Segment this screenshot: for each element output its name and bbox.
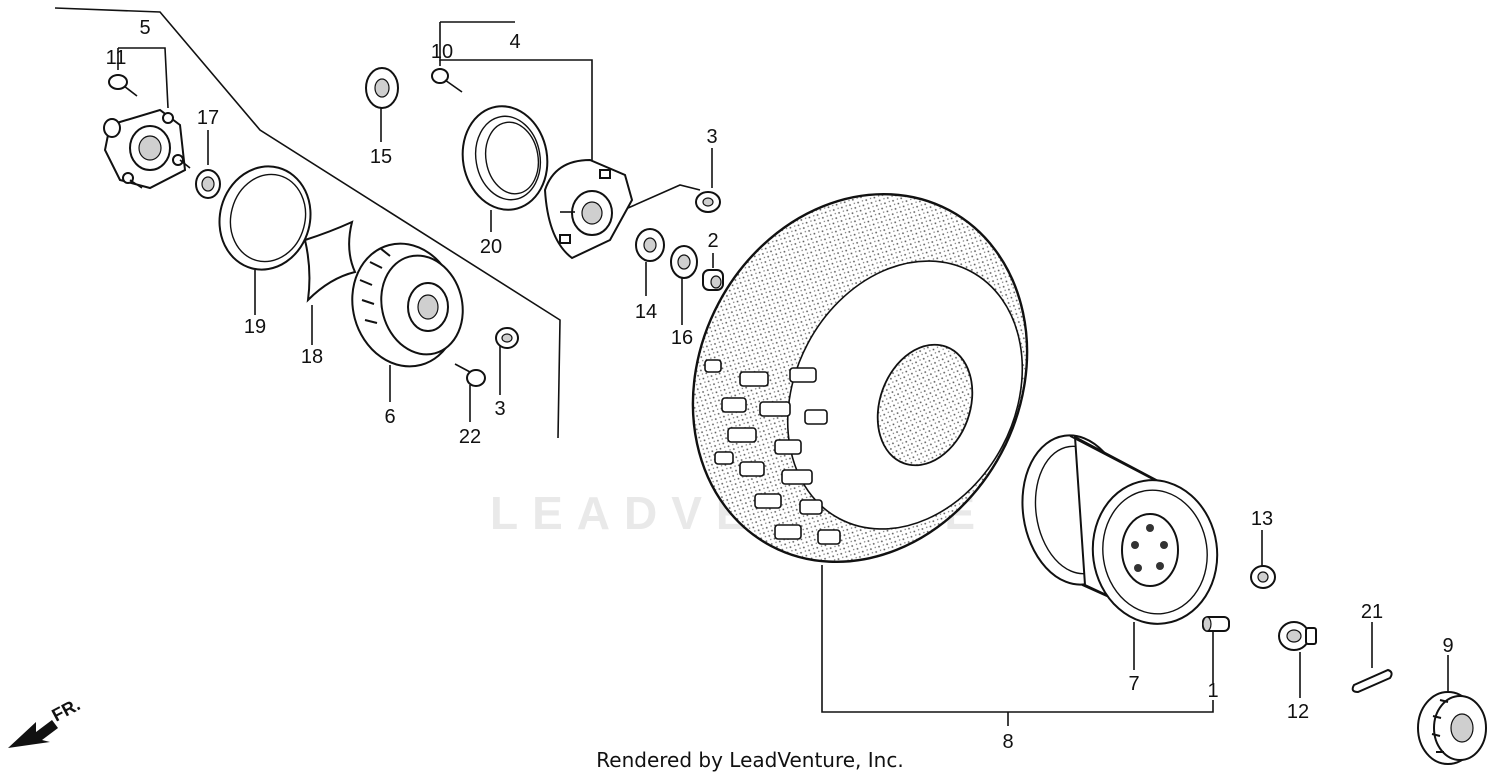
part-3-nut-upper xyxy=(695,191,721,213)
part-5-hub xyxy=(103,108,191,190)
part-15-bearing xyxy=(365,67,399,109)
part-3-nut-lower xyxy=(495,327,519,349)
render-credit: Rendered by LeadVenture, Inc. xyxy=(596,748,904,772)
part-22-bolt xyxy=(454,363,486,387)
callout-14: 14 xyxy=(635,301,657,323)
callout-2: 2 xyxy=(707,230,718,252)
callout-17: 17 xyxy=(197,107,219,129)
leader-lines xyxy=(54,7,1449,726)
front-direction-label: FR. xyxy=(48,694,83,725)
part-10-bolt xyxy=(431,68,463,93)
tire xyxy=(691,192,1029,564)
part-2-spacer xyxy=(702,269,724,291)
part-4-brake-plate xyxy=(543,158,634,260)
part-11-bolt xyxy=(108,74,138,97)
callout-19: 19 xyxy=(244,316,266,338)
callout-3-lower: 3 xyxy=(494,398,505,420)
callout-4: 4 xyxy=(509,31,520,53)
callouts: 1 2 3 3 4 5 6 7 8 9 10 11 12 13 14 15 16… xyxy=(106,17,1454,753)
callout-10: 10 xyxy=(431,41,453,63)
front-direction-arrow: FR. xyxy=(8,694,83,748)
callout-21: 21 xyxy=(1361,601,1383,623)
callout-18: 18 xyxy=(301,346,323,368)
callout-22: 22 xyxy=(459,426,481,448)
part-1-valve xyxy=(1202,616,1230,632)
part-6-brake-drum xyxy=(351,242,464,368)
callout-12: 12 xyxy=(1287,701,1309,723)
callout-16: 16 xyxy=(671,327,693,349)
callout-5: 5 xyxy=(139,17,150,39)
part-17-bearing xyxy=(195,169,221,199)
callout-20: 20 xyxy=(480,236,502,258)
callout-11: 11 xyxy=(106,47,127,69)
callout-6: 6 xyxy=(384,406,395,428)
part-9-cap xyxy=(1417,691,1487,765)
part-20-drum-ring xyxy=(461,105,549,211)
part-18-o-ring xyxy=(303,220,357,303)
callout-15: 15 xyxy=(370,146,392,168)
callout-9: 9 xyxy=(1442,635,1453,657)
part-14-collar xyxy=(635,228,665,262)
callout-1: 1 xyxy=(1207,680,1218,702)
part-7-rim xyxy=(1021,434,1219,625)
part-19-seal-ring xyxy=(218,165,312,271)
callout-8: 8 xyxy=(1002,731,1013,753)
callout-7: 7 xyxy=(1128,673,1139,695)
part-16-bearing xyxy=(670,245,698,279)
part-13-nut xyxy=(1250,565,1276,589)
part-21-cotter-pin xyxy=(1351,668,1393,694)
callout-13: 13 xyxy=(1251,508,1273,530)
part-12-castle-nut xyxy=(1278,621,1317,651)
callout-3-upper: 3 xyxy=(706,126,717,148)
